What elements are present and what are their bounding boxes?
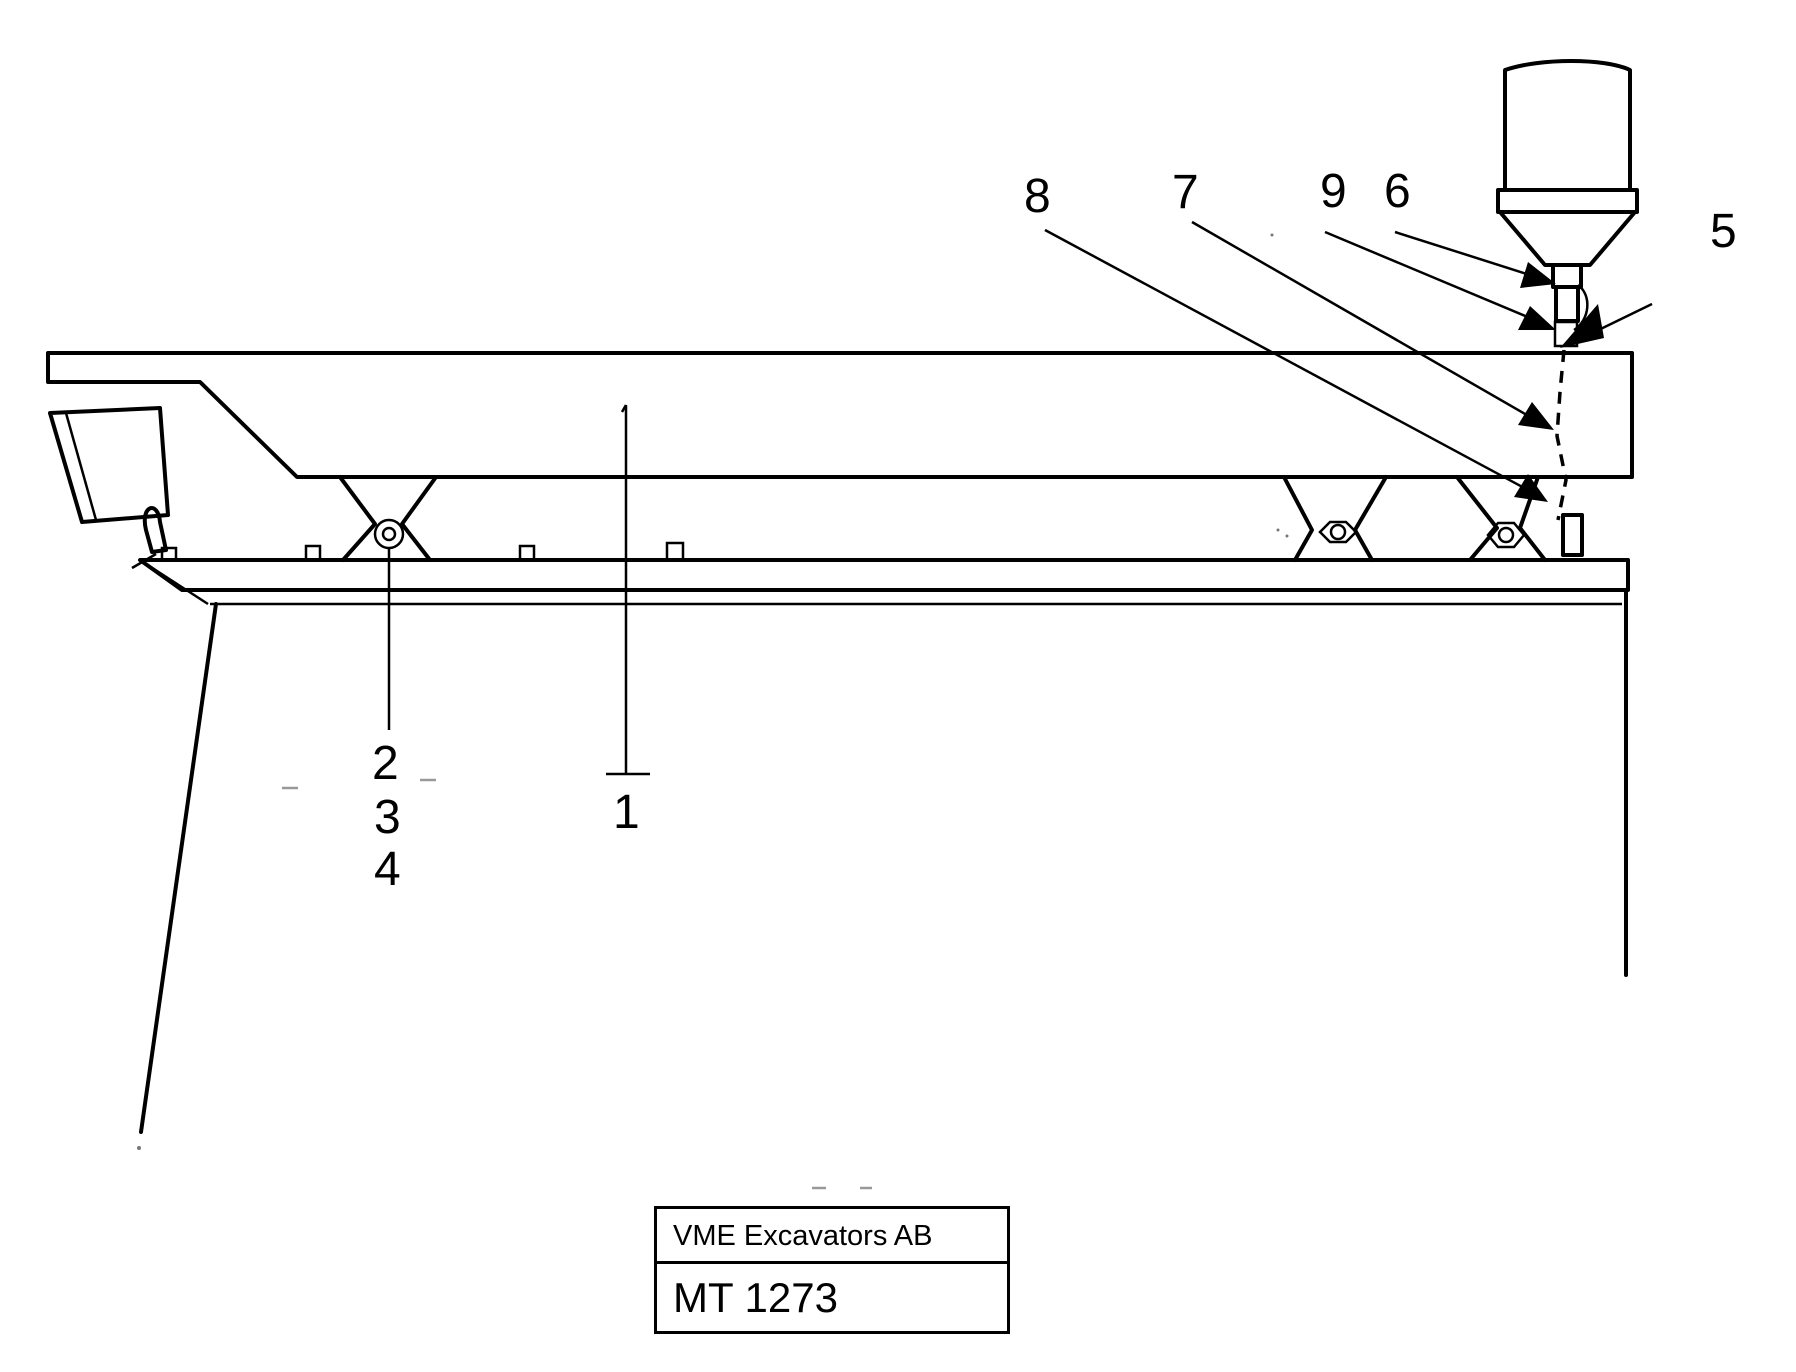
callout-5: 5	[1710, 205, 1737, 258]
title-block: VME Excavators AB MT 1273	[654, 1206, 1010, 1334]
mount-nut-right	[1486, 521, 1526, 549]
callout-1: 1	[613, 786, 640, 839]
stud-2	[304, 544, 322, 562]
drawing-number: MT 1273	[673, 1274, 838, 1321]
callout-7: 7	[1172, 166, 1199, 219]
callout-2: 2	[372, 737, 399, 790]
leader-8	[1044, 228, 1529, 492]
grease-cartridge-collar	[1496, 188, 1639, 214]
callout-4: 4	[374, 843, 401, 896]
grease-cartridge-taper	[1498, 210, 1637, 267]
callout-3: 3	[374, 791, 401, 844]
grease-cartridge-body	[1503, 59, 1632, 192]
housing-left-wall	[139, 602, 218, 1134]
upper-frame	[46, 351, 1634, 479]
callout-6: 6	[1384, 165, 1411, 218]
stud-4	[665, 541, 685, 562]
callout-9: 9	[1320, 165, 1347, 218]
left-edge-tick	[131, 552, 157, 570]
lube-channel	[1555, 349, 1568, 521]
lower-plate	[138, 558, 1630, 592]
nozzle	[1554, 285, 1580, 323]
mount-nut-mid	[1318, 520, 1358, 544]
grease-nipple	[1551, 263, 1583, 289]
lower-plate-left-tip	[139, 558, 209, 606]
stud-3	[518, 544, 536, 562]
left-hook	[142, 506, 168, 554]
callout-8: 8	[1024, 170, 1051, 223]
company-name: VME Excavators AB	[657, 1209, 1007, 1264]
stud-1	[160, 546, 178, 562]
grease-point-right	[1561, 513, 1584, 557]
left-bracket	[48, 406, 170, 524]
mount-bracket-mid	[1282, 475, 1388, 562]
mount-bracket-left	[338, 475, 438, 562]
left-bracket-edge	[64, 412, 98, 521]
leader-9	[1324, 230, 1531, 320]
leader-7	[1191, 220, 1533, 420]
mount-bolt-left	[373, 518, 405, 550]
leader-6	[1394, 230, 1531, 277]
